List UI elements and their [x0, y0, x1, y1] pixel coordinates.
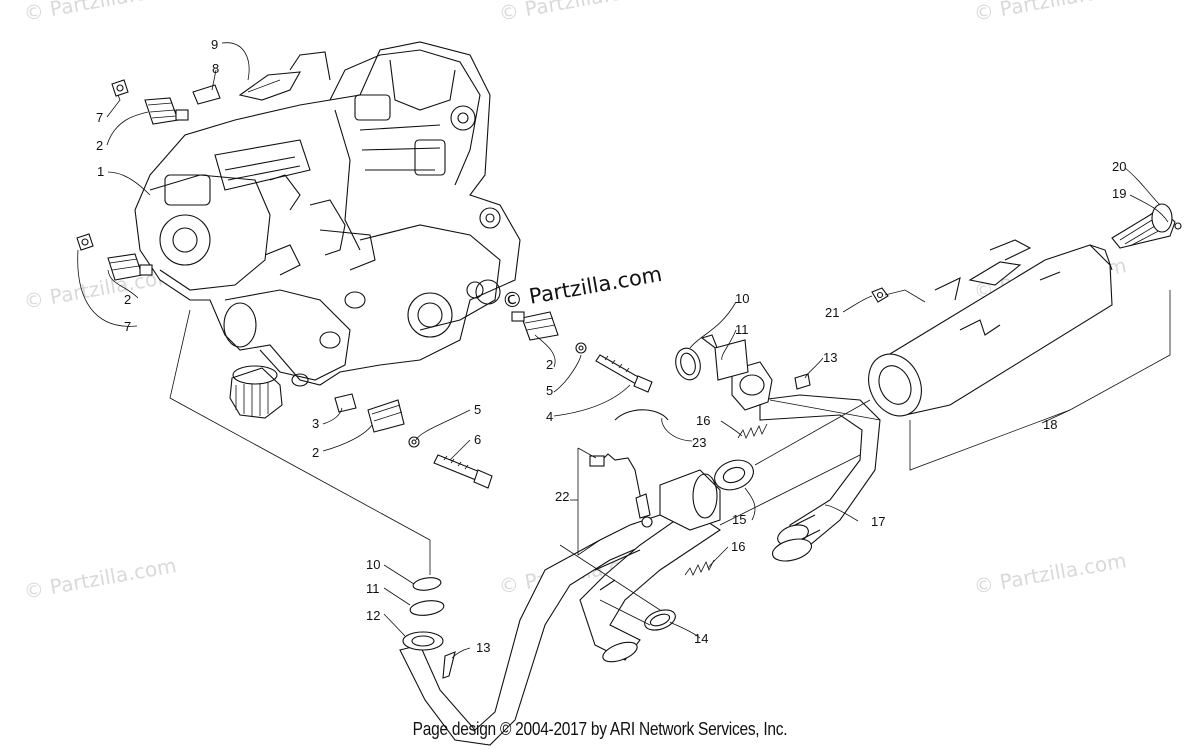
callout-13: 13 — [823, 350, 838, 365]
callout-21: 21 — [825, 305, 840, 320]
callout-1: 1 — [97, 164, 105, 179]
bushing-mid-left — [76, 233, 153, 281]
callout-2: 2 — [312, 445, 320, 460]
bushing-top-left — [111, 79, 189, 125]
callout-5: 5 — [546, 383, 554, 398]
callout-8: 8 — [212, 61, 220, 76]
callout-16: 16 — [696, 413, 711, 428]
callout-2: 2 — [96, 138, 104, 153]
callout-3: 3 — [312, 416, 320, 431]
callout-20: 20 — [1112, 159, 1127, 174]
callout-4: 4 — [546, 409, 554, 424]
callout-2: 2 — [546, 357, 554, 372]
callout-16: 16 — [731, 539, 746, 554]
callout-2: 2 — [124, 292, 132, 307]
callout-18: 18 — [1043, 417, 1058, 432]
callout-5: 5 — [474, 402, 482, 417]
callout-6: 6 — [474, 432, 482, 447]
engine-assembly — [134, 41, 521, 419]
callout-19: 19 — [1112, 186, 1127, 201]
callout-11: 11 — [735, 322, 749, 337]
callout-13: 13 — [476, 640, 491, 655]
bushing-center — [511, 311, 653, 393]
callout-14: 14 — [694, 631, 709, 646]
callout-9: 9 — [211, 37, 219, 52]
exhaust-mid-pipe — [614, 334, 881, 562]
callout-15: 15 — [732, 512, 747, 527]
leader-lines — [77, 42, 1171, 659]
callout-23: 23 — [692, 435, 707, 450]
callout-12: 12 — [366, 608, 381, 623]
callout-10: 10 — [735, 291, 750, 306]
callout-22: 22 — [555, 489, 570, 504]
callout-11: 11 — [366, 581, 380, 596]
muffler — [868, 203, 1182, 417]
bushing-lower — [334, 393, 493, 489]
callout-10: 10 — [366, 557, 381, 572]
callout-17: 17 — [871, 514, 886, 529]
callout-7: 7 — [96, 110, 104, 125]
page-footer-copyright: Page design © 2004-2017 by ARI Network S… — [412, 719, 788, 739]
callout-7: 7 — [124, 319, 132, 334]
